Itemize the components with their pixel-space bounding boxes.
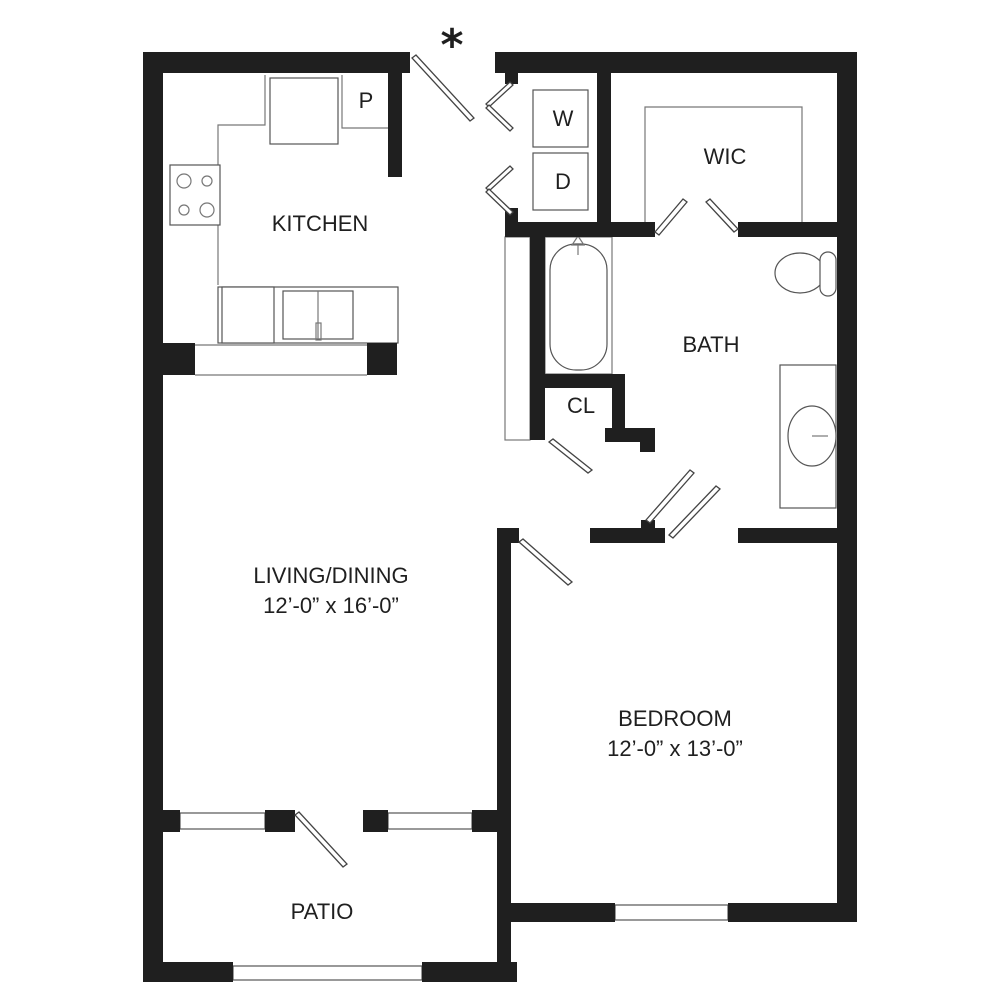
label-washer: W xyxy=(553,106,574,131)
dryer xyxy=(532,152,589,211)
room-labels: * KITCHEN P W D WIC BATH CL LIVING/DININ… xyxy=(253,20,746,924)
label-kitchen: KITCHEN xyxy=(272,211,369,236)
fixtures xyxy=(169,75,837,981)
bedroom-size: 12’-0” x 13’-0” xyxy=(607,736,743,761)
label-bath: BATH xyxy=(682,332,739,357)
stove xyxy=(169,164,221,226)
refrigerator xyxy=(269,77,339,145)
washer xyxy=(532,89,589,148)
walls xyxy=(143,52,857,982)
toilet xyxy=(774,252,826,294)
doors xyxy=(294,54,739,868)
living-size: 12’-0” x 16’-0” xyxy=(263,593,399,618)
bathtub xyxy=(549,243,608,371)
label-living: LIVING/DINING xyxy=(253,563,408,588)
dishwasher xyxy=(221,286,275,344)
label-patio: PATIO xyxy=(291,899,354,924)
label-bedroom: BEDROOM xyxy=(618,706,732,731)
entry-door xyxy=(411,54,475,122)
entry-marker: * xyxy=(440,20,463,71)
label-closet: CL xyxy=(567,393,595,418)
label-dryer: D xyxy=(555,169,571,194)
label-wic: WIC xyxy=(704,144,747,169)
label-pantry: P xyxy=(359,88,374,113)
